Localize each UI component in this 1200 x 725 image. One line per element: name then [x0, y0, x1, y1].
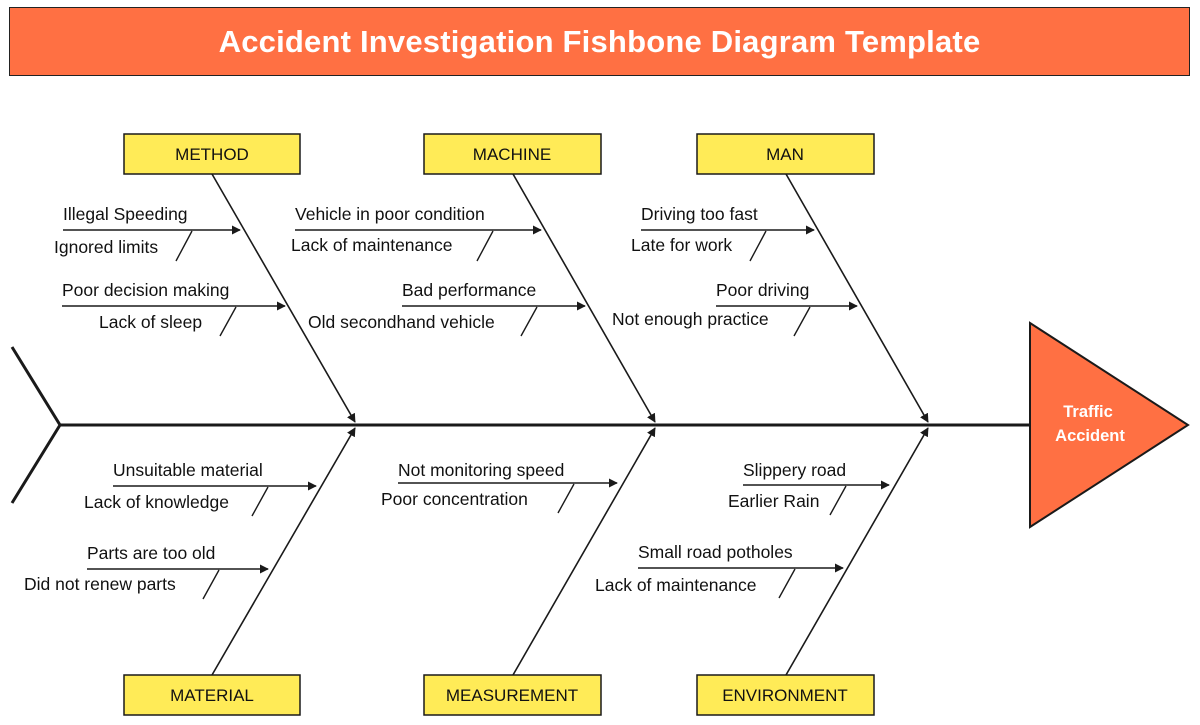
cause-poor-decision-making: Poor decision making Lack of sleep — [62, 280, 286, 337]
category-machine: MACHINE — [423, 133, 602, 175]
category-method: METHOD — [123, 133, 301, 175]
effect-label-line1: Traffic — [1063, 403, 1113, 421]
category-box — [123, 674, 301, 716]
cause-illegal-speeding: Illegal Speeding Ignored limits — [54, 204, 241, 262]
category-measurement: MEASUREMENT — [423, 674, 602, 716]
category-environment: ENVIRONMENT — [696, 674, 875, 716]
bone-man — [785, 173, 929, 423]
cause-secondary: Earlier Rain — [728, 491, 819, 511]
category-label: MATERIAL — [170, 686, 254, 705]
cause-poor-driving: Poor driving Not enough practice — [612, 280, 858, 337]
cause-primary: Vehicle in poor condition — [295, 204, 485, 224]
cause-secondary: Lack of sleep — [99, 312, 202, 332]
cause-driving-too-fast: Driving too fast Late for work — [631, 204, 815, 262]
cause-primary: Driving too fast — [641, 204, 758, 224]
cause-primary: Unsuitable material — [113, 460, 263, 480]
cause-primary: Small road potholes — [638, 542, 793, 562]
effect-head — [1029, 321, 1190, 529]
fish-tail — [10, 346, 62, 504]
category-label: METHOD — [175, 145, 249, 164]
title-banner: Accident Investigation Fishbone Diagram … — [9, 7, 1190, 76]
effect-label-line2: Accident — [1055, 427, 1125, 445]
category-label: MACHINE — [473, 145, 551, 164]
category-box — [696, 674, 875, 716]
sub-cause-tick — [557, 483, 575, 514]
category-box — [696, 133, 875, 175]
cause-primary: Not monitoring speed — [398, 460, 564, 480]
cause-primary: Poor decision making — [62, 280, 229, 300]
sub-cause-tick — [219, 306, 237, 337]
cause-not-monitoring-speed: Not monitoring speed Poor concentration — [381, 460, 618, 514]
sub-cause-tick — [202, 569, 220, 600]
cause-primary: Slippery road — [743, 460, 846, 480]
sub-cause-tick — [251, 486, 269, 517]
sub-cause-tick — [749, 230, 767, 262]
cause-secondary: Ignored limits — [54, 237, 158, 257]
page-title: Accident Investigation Fishbone Diagram … — [218, 23, 981, 59]
category-label: MEASUREMENT — [446, 686, 578, 705]
cause-secondary: Lack of maintenance — [595, 575, 757, 595]
cause-secondary: Lack of maintenance — [291, 235, 453, 255]
category-material: MATERIAL — [123, 674, 301, 716]
bone-environment — [785, 427, 929, 676]
cause-small-road-potholes: Small road potholes Lack of maintenance — [595, 542, 844, 599]
sub-cause-tick — [793, 306, 811, 337]
bone-material — [211, 427, 356, 676]
sub-cause-tick — [476, 230, 494, 262]
cause-primary: Poor driving — [716, 280, 809, 300]
bone-method — [211, 173, 356, 423]
category-box — [423, 133, 602, 175]
cause-bad-performance: Bad performance Old secondhand vehicle — [308, 280, 586, 337]
category-label: MAN — [766, 145, 804, 164]
cause-primary: Bad performance — [402, 280, 536, 300]
cause-vehicle-poor-condition: Vehicle in poor condition Lack of mainte… — [291, 204, 542, 262]
sub-cause-tick — [778, 568, 796, 599]
category-label: ENVIRONMENT — [722, 686, 848, 705]
bone-measurement — [512, 427, 656, 676]
sub-cause-tick — [175, 230, 193, 262]
cause-unsuitable-material: Unsuitable material Lack of knowledge — [84, 460, 317, 517]
cause-secondary: Lack of knowledge — [84, 492, 229, 512]
cause-secondary: Poor concentration — [381, 489, 528, 509]
sub-cause-tick — [829, 485, 847, 516]
cause-secondary: Late for work — [631, 235, 732, 255]
category-man: MAN — [696, 133, 875, 175]
cause-primary: Parts are too old — [87, 543, 215, 563]
cause-secondary: Old secondhand vehicle — [308, 312, 495, 332]
category-box — [423, 674, 602, 716]
cause-secondary: Not enough practice — [612, 309, 769, 329]
cause-secondary: Did not renew parts — [24, 574, 176, 594]
cause-primary: Illegal Speeding — [63, 204, 188, 224]
sub-cause-tick — [520, 306, 538, 337]
cause-slippery-road: Slippery road Earlier Rain — [728, 460, 890, 516]
bone-machine — [512, 173, 656, 423]
cause-parts-too-old: Parts are too old Did not renew parts — [24, 543, 269, 600]
